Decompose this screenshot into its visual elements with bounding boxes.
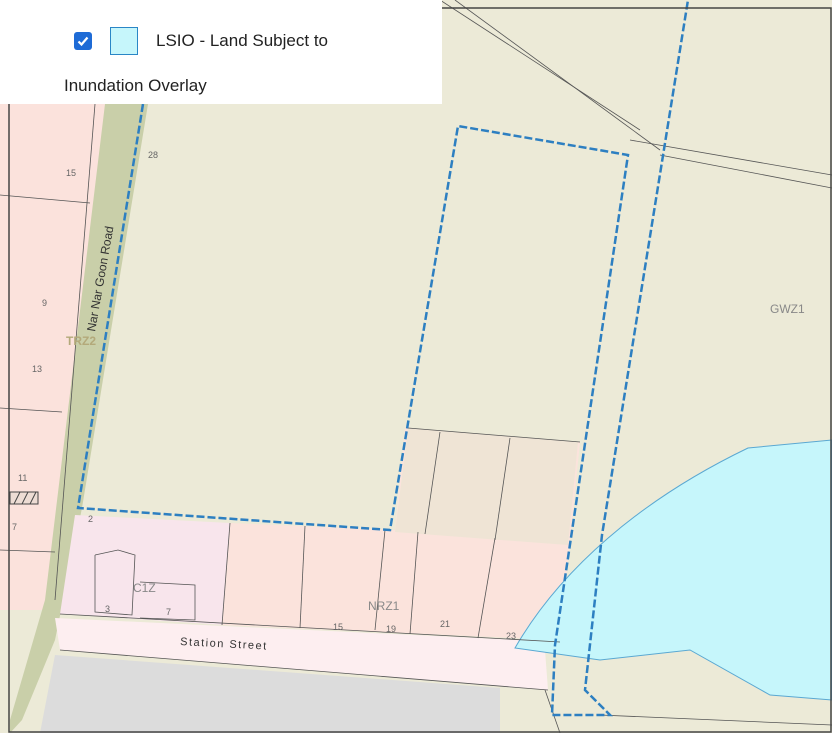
lot-number: 19: [386, 624, 396, 634]
lot-number: 13: [32, 364, 42, 374]
lot-number: 7: [166, 607, 171, 617]
nrz1-upper-lots: [395, 428, 578, 545]
station-street-strip: [55, 618, 548, 690]
map-legend: LSIO - Land Subject to Inundation Overla…: [0, 0, 442, 104]
street-label: Station Street: [180, 636, 268, 653]
lot-number: 2: [88, 514, 93, 524]
c1z-zone-area: [60, 515, 230, 625]
lot-number: 3: [105, 604, 110, 614]
lsio-overlay-area: [514, 439, 832, 701]
overlay-boundaries: [76, 0, 690, 717]
lot-number: 9: [42, 298, 47, 308]
lot-number: 23: [506, 631, 516, 641]
hatched-marker: [9, 491, 39, 505]
nar-nar-goon-road-strip: [10, 104, 148, 733]
lot-number: 15: [66, 168, 76, 178]
zone-label-nrz1: NRZ1: [368, 599, 400, 613]
lot-number: 28: [148, 150, 158, 160]
legend-row-lsio: LSIO - Land Subject to: [74, 27, 328, 55]
legend-label-line2: Inundation Overlay: [64, 76, 207, 95]
zone-label-c1z: C1Z: [133, 581, 156, 595]
lsio-color-swatch: [110, 27, 138, 55]
zone-label-trz2: TRZ2: [66, 334, 96, 348]
checkmark-icon: [77, 36, 89, 47]
zone-label-gwz1: GWZ1: [770, 302, 805, 316]
lsio-layer-checkbox[interactable]: [74, 32, 92, 50]
lot-number: 11: [18, 473, 27, 483]
lot-number: 21: [440, 619, 450, 629]
legend-label-line1: LSIO - Land Subject to: [156, 31, 328, 50]
west-residential-area: [0, 104, 105, 610]
lot-number: 15: [333, 622, 343, 632]
lot-number: 7: [12, 522, 17, 532]
south-grey-block: [40, 655, 500, 733]
